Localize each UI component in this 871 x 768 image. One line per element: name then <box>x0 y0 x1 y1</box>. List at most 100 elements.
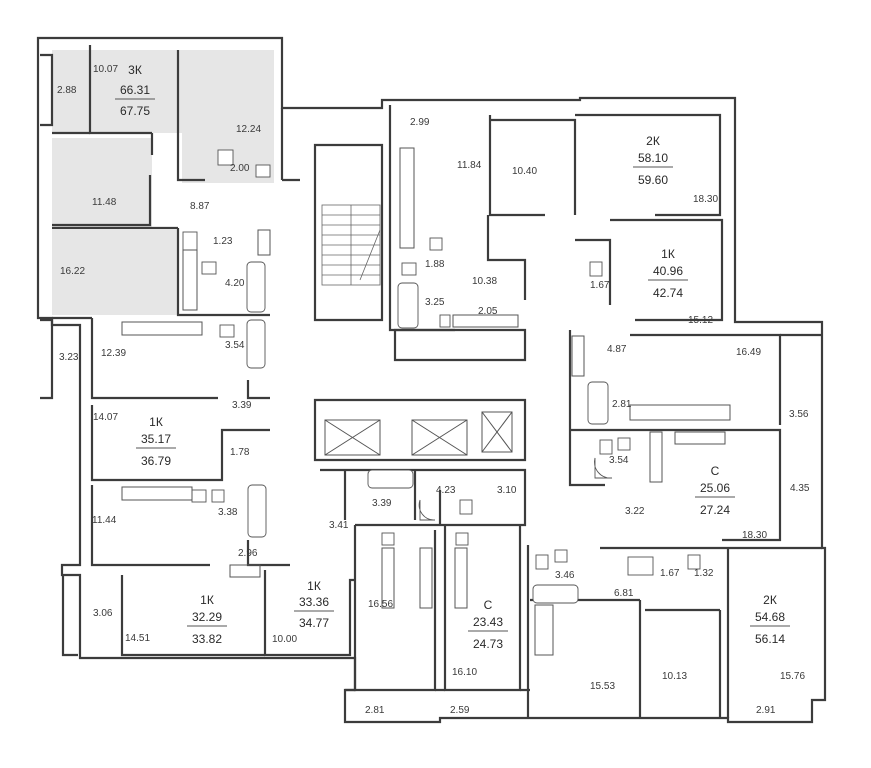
room-area: 3.23 <box>59 352 79 363</box>
apartment-living-area: 66.31 <box>120 83 150 97</box>
apartment-living-area: 54.68 <box>755 610 785 624</box>
apartment-type: 1К <box>307 579 321 593</box>
apartment-type: 1К <box>200 593 214 607</box>
room-area: 16.49 <box>736 347 761 358</box>
room-area: 1.32 <box>694 568 714 579</box>
room-area: 6.81 <box>614 588 634 599</box>
apartment-total-area: 33.82 <box>192 632 222 646</box>
apartment-living-area: 35.17 <box>141 432 171 446</box>
apartment-living-area: 58.10 <box>638 151 668 165</box>
room-area: 10.13 <box>662 671 687 682</box>
room-area: 16.10 <box>452 667 477 678</box>
room-area: 11.44 <box>92 515 117 526</box>
highlighted-apartment-area <box>52 50 274 315</box>
apartment-type: 3К <box>128 63 142 77</box>
apartment-label-a7: 1К 33.36 34.77 <box>294 579 334 630</box>
room-area: 2.91 <box>756 705 776 716</box>
room-area: 10.00 <box>272 634 297 645</box>
room-area: 2.81 <box>612 399 632 410</box>
room-area: 18.30 <box>742 530 767 541</box>
apartment-total-area: 36.79 <box>141 454 171 468</box>
interior-walls <box>52 45 822 718</box>
room-area: 3.41 <box>329 520 349 531</box>
room-area: 14.51 <box>125 633 150 644</box>
room-area: 2.00 <box>230 163 250 174</box>
room-area: 2.99 <box>410 117 430 128</box>
room-area: 3.39 <box>372 498 392 509</box>
room-area: 16.22 <box>60 266 85 277</box>
apartment-total-area: 67.75 <box>120 104 150 118</box>
room-area: 1.88 <box>425 259 445 270</box>
room-area: 3.56 <box>789 409 809 420</box>
apartment-label-a8: С 23.43 24.73 <box>468 598 508 651</box>
apartment-type: 2К <box>646 134 660 148</box>
room-area: 18.30 <box>693 194 718 205</box>
room-area: 2.88 <box>57 85 77 96</box>
room-area: 4.23 <box>436 485 456 496</box>
room-area: 10.40 <box>512 166 537 177</box>
apartment-living-area: 32.29 <box>192 610 222 624</box>
room-area: 2.05 <box>478 306 498 317</box>
room-area-labels: 10.07 2.88 12.24 2.00 11.48 8.87 1.23 16… <box>57 64 810 716</box>
apartment-label-a2: 2К 58.10 59.60 <box>633 134 673 187</box>
apartment-total-area: 56.14 <box>755 632 785 646</box>
apartment-type: 1К <box>661 247 675 261</box>
room-area: 4.20 <box>225 278 245 289</box>
apartment-label-a1: 3К 66.31 67.75 <box>115 63 155 118</box>
room-area: 2.96 <box>238 548 258 559</box>
room-area: 1.78 <box>230 447 250 458</box>
apartment-type: С <box>484 598 493 612</box>
room-area: 12.39 <box>101 348 126 359</box>
room-area: 4.35 <box>790 483 810 494</box>
kitchen-counters <box>121 147 731 656</box>
room-area: 15.12 <box>688 315 713 326</box>
room-area: 1.67 <box>590 280 610 291</box>
room-area: 8.87 <box>190 201 210 212</box>
apartment-label-a5: С 25.06 27.24 <box>695 464 735 517</box>
apartment-total-area: 34.77 <box>299 616 329 630</box>
staircase <box>321 204 381 286</box>
sanitary-fixtures <box>182 149 701 604</box>
room-area: 10.07 <box>93 64 118 75</box>
room-area: 3.06 <box>93 608 113 619</box>
room-area: 10.38 <box>472 276 497 287</box>
apartment-living-area: 23.43 <box>473 615 503 629</box>
apartment-label-a4: 1К 35.17 36.79 <box>136 415 176 468</box>
apartment-living-area: 25.06 <box>700 481 730 495</box>
room-area: 3.39 <box>232 400 252 411</box>
room-area: 3.25 <box>425 297 445 308</box>
apartment-label-a6: 1К 32.29 33.82 <box>187 593 227 646</box>
room-area: 2.59 <box>450 705 470 716</box>
apartment-living-area: 40.96 <box>653 264 683 278</box>
room-area: 4.87 <box>607 344 627 355</box>
room-area: 14.07 <box>93 412 118 423</box>
room-area: 1.23 <box>213 236 233 247</box>
outer-walls <box>36 36 827 724</box>
room-area: 3.54 <box>609 455 629 466</box>
room-area: 3.46 <box>555 570 575 581</box>
apartment-total-area: 42.74 <box>653 286 683 300</box>
room-area: 15.76 <box>780 671 805 682</box>
room-area: 11.48 <box>92 197 117 208</box>
apartment-label-a9: 2К 54.68 56.14 <box>750 593 790 646</box>
room-area: 3.10 <box>497 485 517 496</box>
elevator-shafts <box>324 411 513 456</box>
apartment-total-area: 24.73 <box>473 637 503 651</box>
room-area: 3.22 <box>625 506 645 517</box>
room-area: 16.56 <box>368 599 393 610</box>
apartment-total-area: 27.24 <box>700 503 730 517</box>
room-area: 12.24 <box>236 124 261 135</box>
room-area: 15.53 <box>590 681 615 692</box>
apartment-type: С <box>711 464 720 478</box>
apartment-label-a3: 1К 40.96 42.74 <box>648 247 688 300</box>
room-area: 11.84 <box>457 160 482 171</box>
room-area: 1.67 <box>660 568 680 579</box>
apartment-total-area: 59.60 <box>638 173 668 187</box>
room-area: 2.81 <box>365 705 385 716</box>
apartment-type: 2К <box>763 593 777 607</box>
apartment-type: 1К <box>149 415 163 429</box>
room-area: 3.54 <box>225 340 245 351</box>
room-area: 3.38 <box>218 507 238 518</box>
apartment-living-area: 33.36 <box>299 595 329 609</box>
